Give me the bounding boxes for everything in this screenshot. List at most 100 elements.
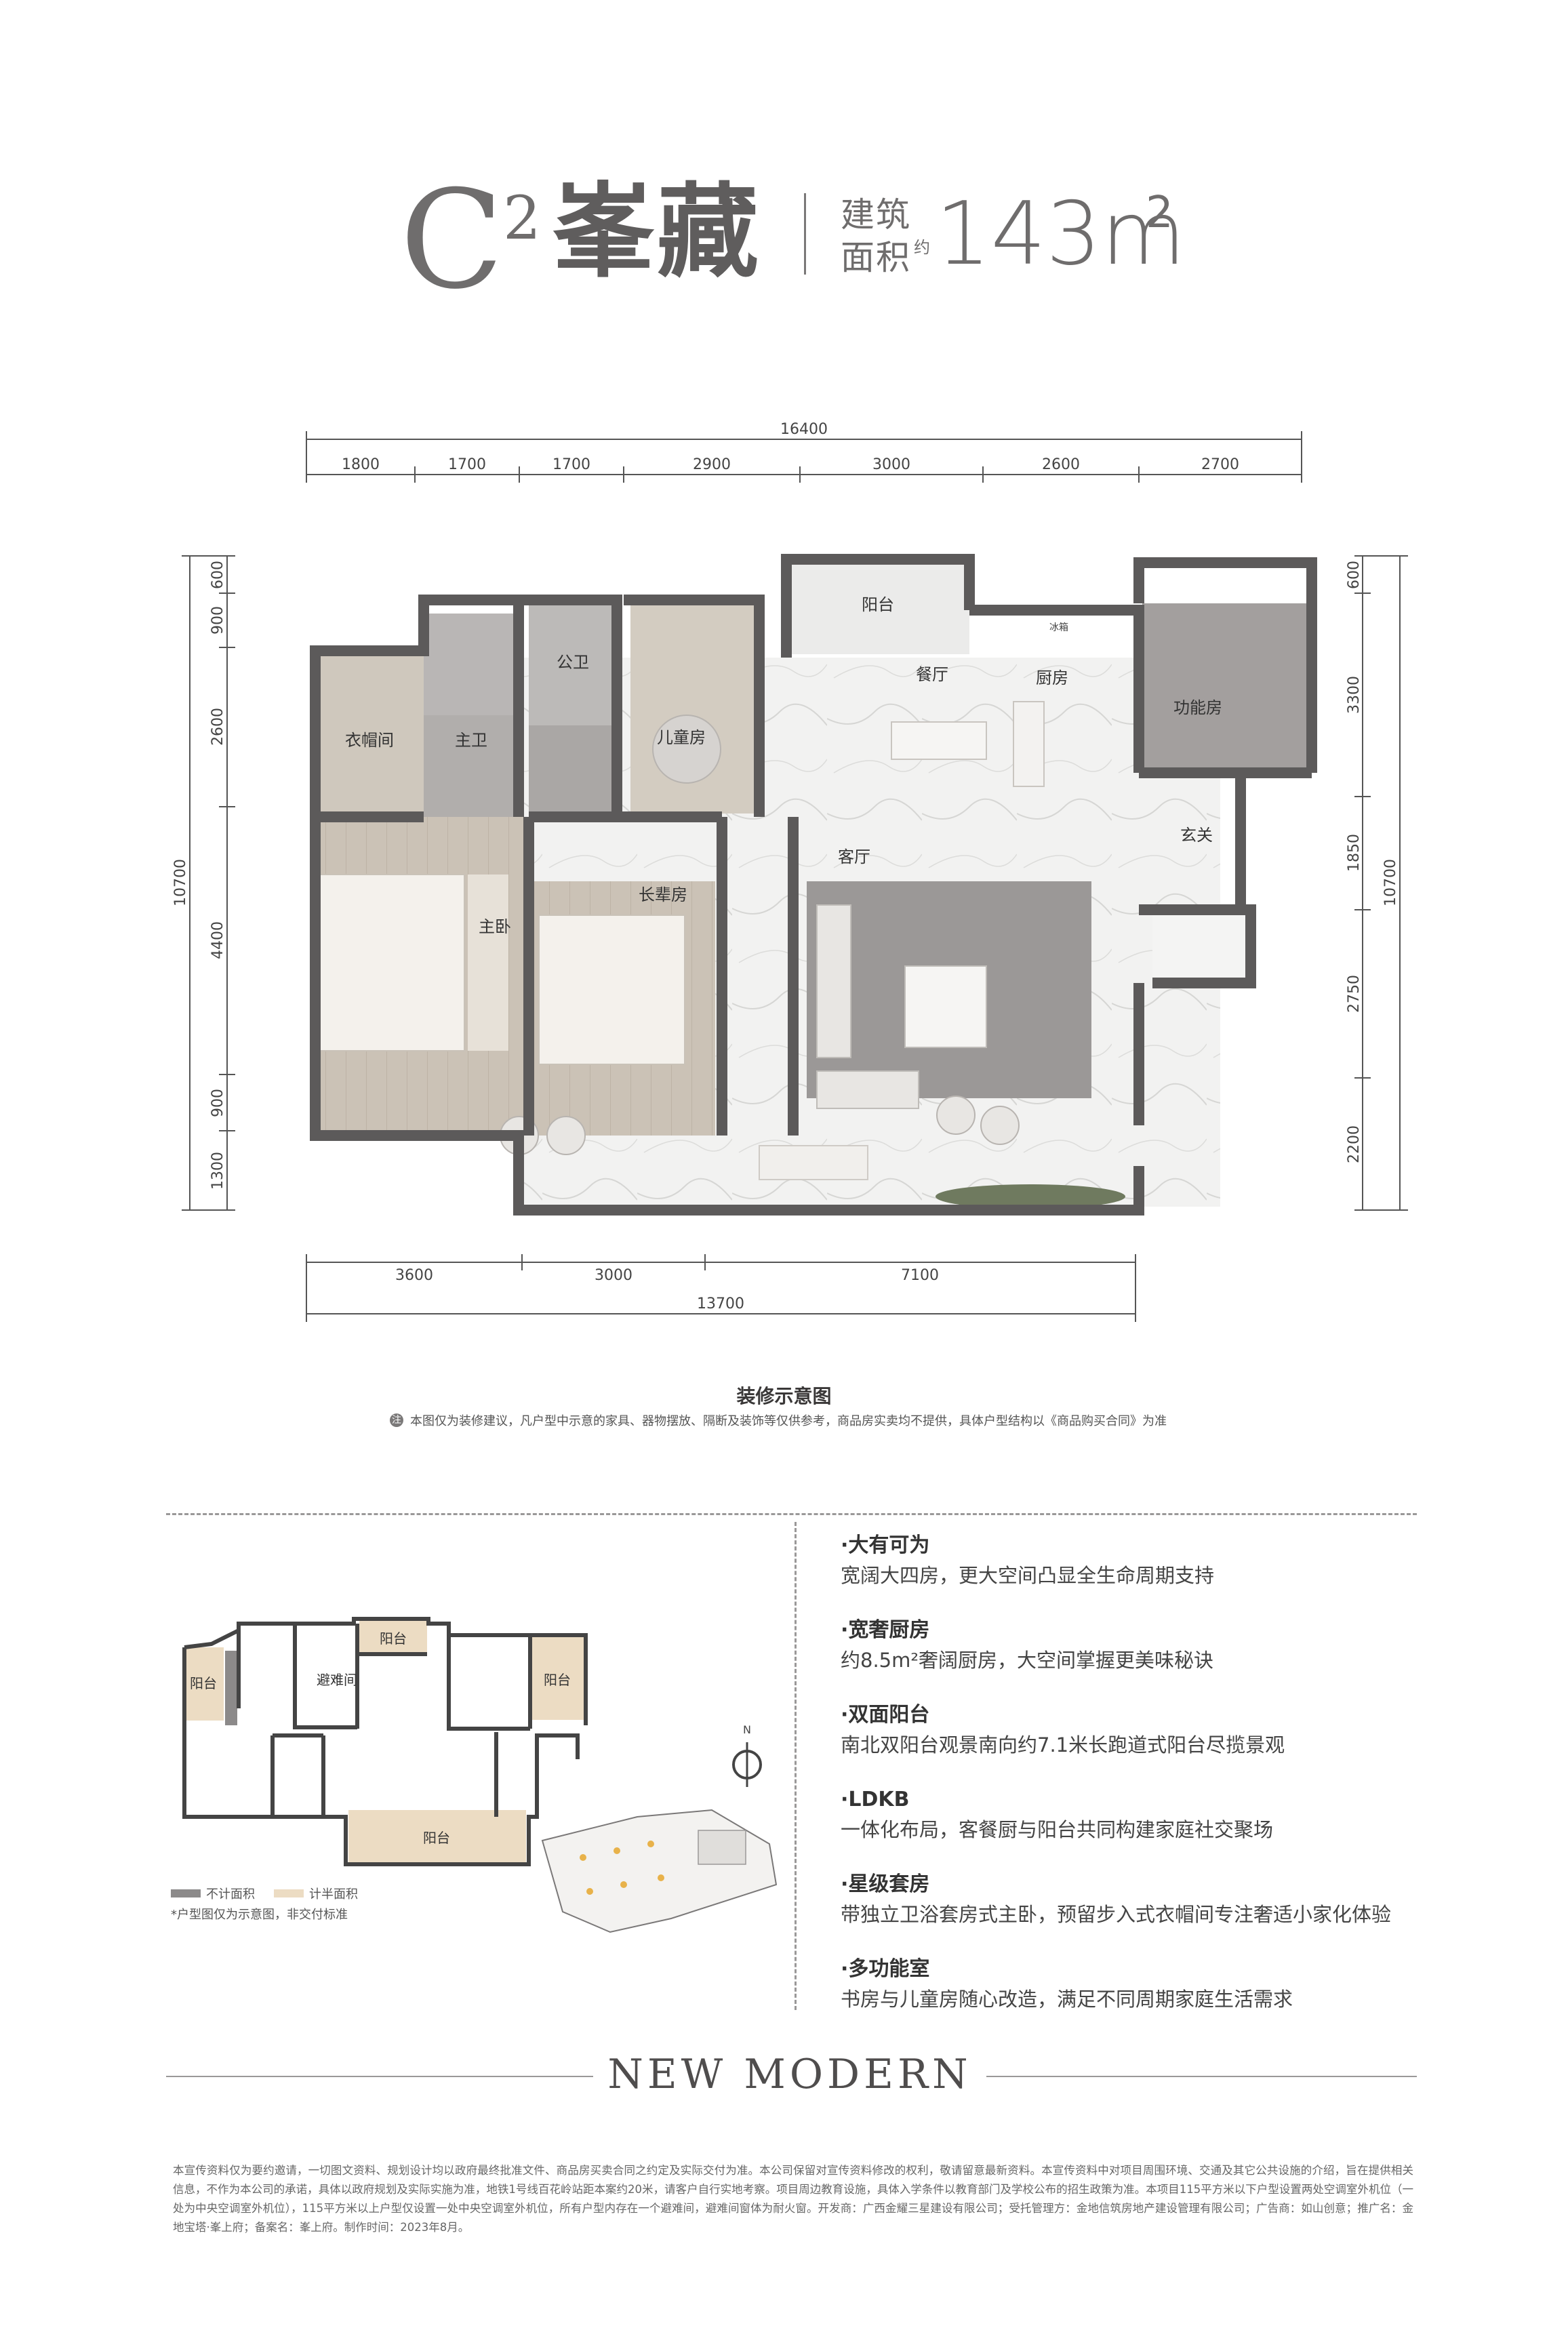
feature-title: ·星级套房 bbox=[841, 1872, 930, 1896]
north-arrow-icon bbox=[732, 1742, 762, 1787]
legend-swatch-gray bbox=[171, 1889, 201, 1897]
room-elder: 长辈房 bbox=[639, 885, 687, 904]
right-dim-1: 600 bbox=[1346, 561, 1363, 589]
title-name: 峯藏 bbox=[552, 174, 762, 292]
plan-disclaimer: 注 本图仅为装修建议，凡户型中示意的家具、器物摆放、隔断及装饰等仅供参考，商品房… bbox=[390, 1411, 1167, 1429]
north-label: N bbox=[743, 1723, 751, 1736]
floor-plan: 16400 1800 1700 1700 2900 3000 2600 2700… bbox=[172, 421, 1408, 1322]
plan-caption: 装修示意图 bbox=[736, 1385, 832, 1407]
title-separator bbox=[804, 193, 806, 275]
room-foyer: 玄关 bbox=[1180, 826, 1213, 845]
left-dim-3: 2600 bbox=[209, 708, 226, 746]
top-dim-4: 2900 bbox=[693, 456, 731, 473]
top-dim-1: 1800 bbox=[342, 456, 380, 473]
room-master-bath: 主卫 bbox=[455, 731, 487, 750]
left-dim-2: 900 bbox=[209, 606, 226, 635]
feature-desc: 南北双阳台观景南向约7.1米长跑道式阳台尽揽景观 bbox=[841, 1733, 1285, 1756]
furniture bbox=[318, 701, 1125, 1209]
top-dim-5: 3000 bbox=[872, 456, 910, 473]
legend-not-counted-label: 不计面积 bbox=[206, 1887, 255, 1902]
feature-item: ·大有可为 宽阔大四房，更大空间凸显全生命周期支持 bbox=[841, 1531, 1417, 1590]
legend-swatch-beige bbox=[274, 1889, 304, 1897]
key-plan-walls bbox=[182, 1617, 588, 1866]
legal-footer: 本宣传资料仅为要约邀请，一切图文资料、规划设计均以政府最终批准文件、商品房买卖合… bbox=[173, 2164, 1413, 2234]
feature-desc: 带独立卫浴套房式主卧，预留步入式衣帽间专注奢适小家化体验 bbox=[841, 1903, 1392, 1926]
bottom-dimension-lines bbox=[306, 1254, 1136, 1322]
bottom-total-dim: 13700 bbox=[697, 1295, 744, 1312]
disclaimer-text: 本图仅为装修建议，凡户型中示意的家具、器物摆放、隔断及装饰等仅供参考，商品房实卖… bbox=[410, 1414, 1167, 1428]
note-icon: 注 bbox=[390, 1413, 403, 1427]
top-dim-2: 1700 bbox=[448, 456, 486, 473]
title-superscript: 2 bbox=[503, 183, 541, 253]
legend-half-counted: 计半面积 bbox=[274, 1885, 358, 1902]
key-balcony-bottom: 阳台 bbox=[423, 1830, 450, 1846]
feature-title: ·多功能室 bbox=[841, 1957, 930, 1981]
top-dim-6: 2600 bbox=[1042, 456, 1080, 473]
key-balcony-top: 阳台 bbox=[380, 1630, 407, 1647]
key-plan-fills bbox=[183, 1619, 586, 1864]
top-dimension-lines bbox=[306, 431, 1302, 483]
column-divider bbox=[795, 1522, 797, 2010]
room-kids: 儿童房 bbox=[657, 728, 706, 747]
title-letter: C bbox=[400, 161, 504, 319]
site-plan-thumbnail bbox=[541, 1809, 778, 1933]
right-total-dim: 10700 bbox=[1382, 859, 1399, 906]
right-dim-2: 3300 bbox=[1346, 676, 1363, 714]
feature-item: ·宽奢厨房 约8.5m²奢阔厨房，大空间掌握更美味秘诀 bbox=[841, 1615, 1417, 1675]
fridge-label: 冰箱 bbox=[1049, 622, 1068, 633]
top-dim-3: 1700 bbox=[552, 456, 590, 473]
feature-list: ·大有可为 宽阔大四房，更大空间凸显全生命周期支持 ·宽奢厨房 约8.5m²奢阔… bbox=[841, 1531, 1417, 2039]
feature-item: ·星级套房 带独立卫浴套房式主卧，预留步入式衣帽间专注奢适小家化体验 bbox=[841, 1870, 1417, 1929]
legend-not-counted: 不计面积 bbox=[171, 1885, 255, 1902]
feature-title: ·大有可为 bbox=[841, 1533, 930, 1557]
feature-item: ·LDKB 一体化布局，客餐厨与阳台共同构建家庭社交聚场 bbox=[841, 1785, 1417, 1845]
room-public-bath: 公卫 bbox=[557, 653, 589, 672]
feature-title: ·LDKB bbox=[841, 1788, 910, 1811]
left-dim-1: 600 bbox=[209, 561, 226, 589]
feature-title: ·宽奢厨房 bbox=[841, 1618, 930, 1642]
left-dim-4: 4400 bbox=[209, 921, 226, 959]
bottom-dim-1: 3600 bbox=[395, 1267, 433, 1284]
key-plan: 阳台 阳台 避难间 阳台 阳台 N bbox=[182, 1617, 762, 1866]
section-divider bbox=[166, 1513, 1417, 1515]
key-balcony-left: 阳台 bbox=[190, 1675, 217, 1691]
left-dimension-lines bbox=[182, 555, 235, 1211]
room-function: 功能房 bbox=[1173, 698, 1222, 717]
room-balcony-north: 阳台 bbox=[862, 595, 894, 614]
area-label-line1: 建筑 bbox=[841, 195, 911, 235]
room-kitchen: 厨房 bbox=[1036, 668, 1068, 687]
room-master-bedroom: 主卧 bbox=[479, 917, 511, 936]
top-total-dim: 16400 bbox=[780, 421, 828, 438]
right-dim-5: 2200 bbox=[1346, 1125, 1363, 1163]
area-legend: 不计面积 计半面积 bbox=[171, 1885, 358, 1902]
feature-item: ·双面阳台 南北双阳台观景南向约7.1米长跑道式阳台尽揽景观 bbox=[841, 1700, 1417, 1760]
left-dim-5: 900 bbox=[209, 1089, 226, 1117]
room-wardrobe: 衣帽间 bbox=[345, 731, 394, 750]
bottom-dim-3: 7100 bbox=[901, 1267, 939, 1284]
area-approx: 约 bbox=[914, 238, 930, 257]
right-dimension-lines bbox=[1354, 555, 1408, 1211]
left-dim-6: 1300 bbox=[209, 1152, 226, 1190]
key-refuge-room: 避难间 bbox=[317, 1672, 357, 1688]
feature-desc: 宽阔大四房，更大空间凸显全生命周期支持 bbox=[841, 1564, 1215, 1587]
feature-item: ·多功能室 书房与儿童房随心改造，满足不同周期家庭生活需求 bbox=[841, 1954, 1417, 2014]
brand-line: NEW MODERN bbox=[607, 2051, 972, 2098]
feature-desc: 约8.5m²奢阔厨房，大空间掌握更美味秘诀 bbox=[841, 1649, 1213, 1672]
room-dining: 餐厅 bbox=[916, 665, 948, 684]
key-balcony-right: 阳台 bbox=[544, 1672, 571, 1688]
brand-rule-right bbox=[986, 2076, 1417, 2077]
room-living: 客厅 bbox=[838, 847, 870, 866]
left-total-dim: 10700 bbox=[172, 859, 189, 906]
area-unit-superscript: 2 bbox=[1146, 188, 1173, 238]
top-dim-7: 2700 bbox=[1201, 456, 1239, 473]
area-value: 143m bbox=[936, 184, 1186, 285]
right-dim-3: 1850 bbox=[1346, 834, 1363, 872]
brand-rule-left bbox=[166, 2076, 593, 2077]
area-label-line2: 面积 bbox=[841, 238, 911, 277]
legend-half-counted-label: 计半面积 bbox=[309, 1887, 358, 1902]
feature-desc: 一体化布局，客餐厨与阳台共同构建家庭社交聚场 bbox=[841, 1818, 1274, 1841]
feature-desc: 书房与儿童房随心改造，满足不同周期家庭生活需求 bbox=[841, 1988, 1293, 2011]
walls bbox=[310, 554, 1317, 1216]
right-dim-4: 2750 bbox=[1346, 975, 1363, 1013]
keyplan-note: *户型图仅为示意图，非交付标准 bbox=[171, 1908, 348, 1922]
